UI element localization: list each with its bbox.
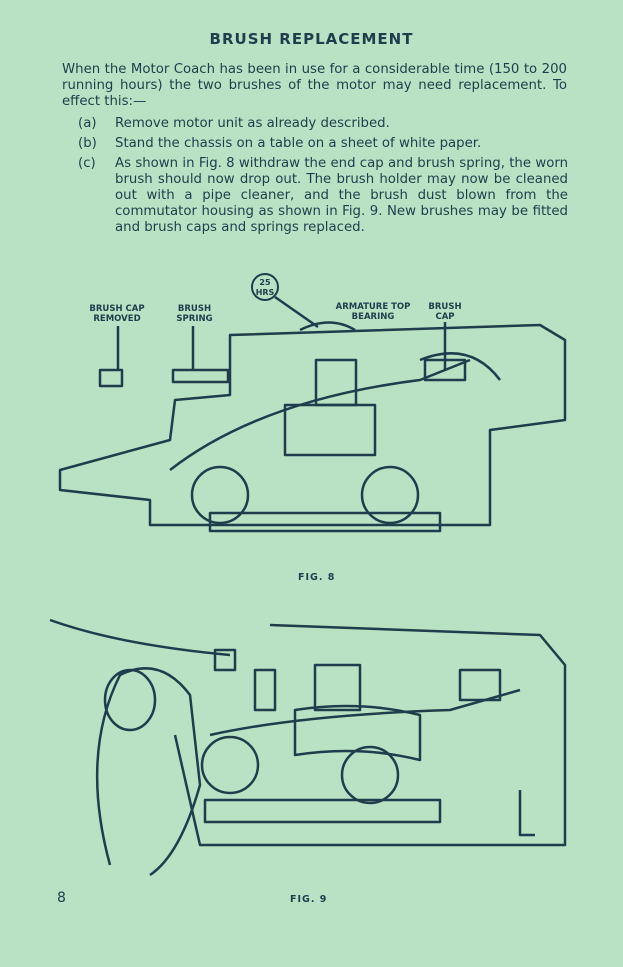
fig8-caption: FIG. 8 xyxy=(298,572,336,583)
step-text: Stand the chassis on a table on a sheet … xyxy=(115,136,482,151)
step-label: (b) xyxy=(78,136,97,151)
step-b: (b) Stand the chassis on a table on a she… xyxy=(78,136,568,152)
label-brush-cap-removed: BRUSH CAP REMOVED xyxy=(89,304,145,324)
page-number: 8 xyxy=(57,890,66,906)
step-text: As shown in Fig. 8 withdraw the end cap … xyxy=(115,156,568,235)
hours-badge: 25 HRS xyxy=(251,273,279,301)
fig9-illustration xyxy=(49,618,567,877)
fig8-illustration xyxy=(58,295,567,533)
label-armature-top-bearing: ARMATURE TOP BEARING xyxy=(335,302,411,322)
fig9-caption: FIG. 9 xyxy=(290,894,328,905)
step-a: (a) Remove motor unit as already describe… xyxy=(78,116,568,132)
label-brush-spring: BRUSH SPRING xyxy=(176,304,213,324)
steps-list: (a) Remove motor unit as already describe… xyxy=(78,116,568,240)
label-brush-cap: BRUSH CAP xyxy=(428,302,462,322)
intro-paragraph: When the Motor Coach has been in use for… xyxy=(62,62,567,109)
step-text: Remove motor unit as already described. xyxy=(115,116,390,131)
step-label: (c) xyxy=(78,156,96,171)
step-c: (c) As shown in Fig. 8 withdraw the end c… xyxy=(78,156,568,236)
step-label: (a) xyxy=(78,116,97,131)
page-title: BRUSH REPLACEMENT xyxy=(209,30,414,48)
